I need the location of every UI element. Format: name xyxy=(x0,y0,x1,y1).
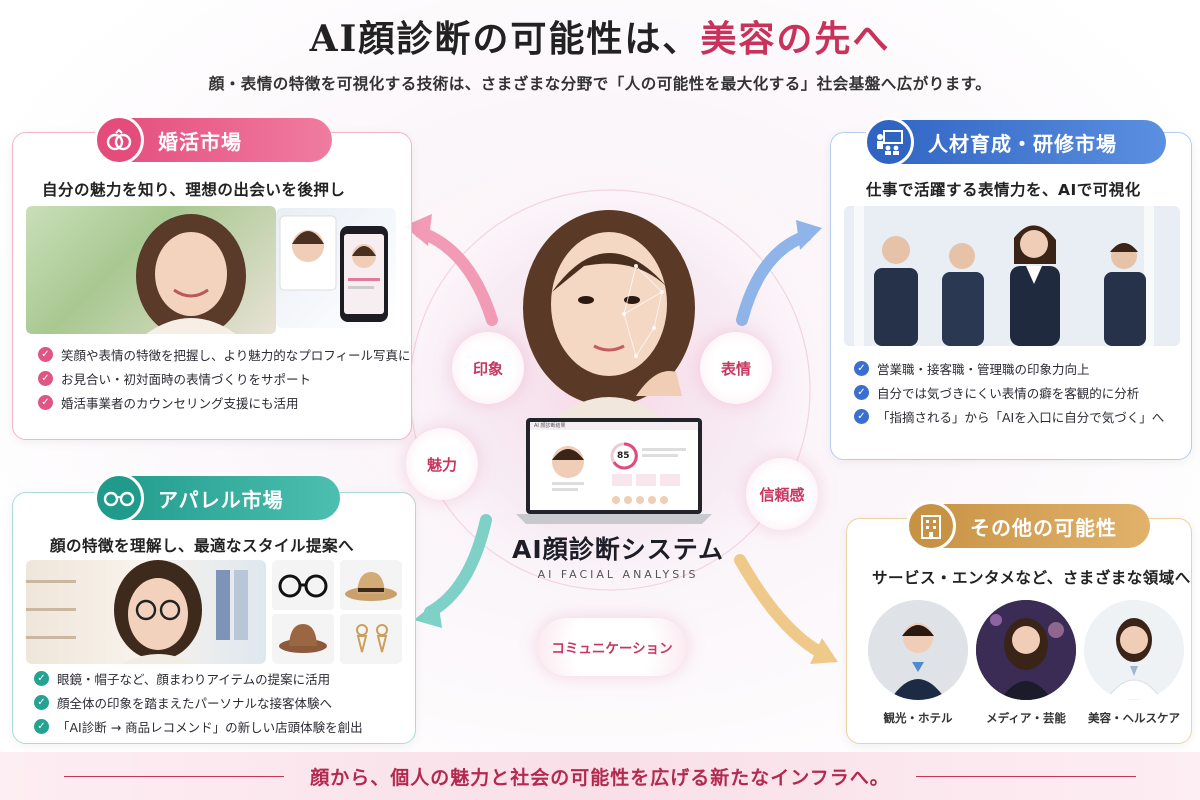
jinzai-label: 人材育成・研修市場 xyxy=(928,131,1117,156)
jinzai-label-pill: 人材育成・研修市場 xyxy=(864,117,1166,167)
konkatsu-label-pill: 婚活市場 xyxy=(94,115,332,165)
arrow-blue-head xyxy=(796,220,822,250)
check-icon: ✓ xyxy=(38,370,53,386)
apparel-label: アパレル市場 xyxy=(158,487,284,512)
glasses-icon xyxy=(94,473,144,523)
training-presentation-icon xyxy=(864,117,914,167)
check-icon: ✓ xyxy=(854,384,869,400)
bubble-communication: コミュニケーション xyxy=(538,618,686,676)
jinzai-bullets: ✓営業職・接客職・管理職の印象力向上 ✓自分では気づきにくい表情の癖を客観的に分… xyxy=(854,356,1164,428)
title-main: AI顔診断の可能性は、 xyxy=(309,18,701,60)
apparel-woman-photo xyxy=(26,560,266,664)
title-accent: 美容の先へ xyxy=(700,18,891,60)
rings-icon xyxy=(94,115,144,165)
building-icon xyxy=(906,501,956,551)
apparel-items-grid xyxy=(272,560,402,664)
arrow-blue xyxy=(736,230,812,326)
apparel-bullets: ✓眼鏡・帽子など、顔まわりアイテムの提案に活用 ✓顔全体の印象を踏まえたパーソナ… xyxy=(34,666,363,738)
list-item: ✓営業職・接客職・管理職の印象力向上 xyxy=(854,356,1164,380)
arrow-pink xyxy=(414,226,498,326)
konkatsu-bullets: ✓笑顔や表情の特徴を把握し、より魅力的なプロフィール写真に ✓お見合い・初対面時… xyxy=(38,342,411,414)
list-item: ✓顔全体の印象を踏まえたパーソナルな接客体験へ xyxy=(34,690,363,714)
footer-text: 顔から、個人の魅力と社会の可能性を広げる新たなインフラへ。 xyxy=(310,766,890,789)
bubble-impression: 印象 xyxy=(452,332,524,404)
other-label: その他の可能性 xyxy=(970,515,1117,540)
arrow-teal-head xyxy=(414,600,442,628)
other-caption-media: メディア・芸能 xyxy=(986,711,1066,725)
check-icon: ✓ xyxy=(38,346,53,362)
apparel-label-pill: アパレル市場 xyxy=(94,473,340,523)
laptop-score: 85 xyxy=(617,451,630,461)
center-laptop: AI 顔診断結果 85 xyxy=(516,418,712,524)
other-caption-beauty: 美容・ヘルスケア xyxy=(1088,711,1180,725)
list-item: ✓「指摘される」から「AIを入口に自分で気づく」へ xyxy=(854,404,1164,428)
page-title: AI顔診断の可能性は、美容の先へ xyxy=(0,10,1200,62)
arrow-gold-head xyxy=(810,638,838,664)
list-item: ✓自分では気づきにくい表情の癖を客観的に分析 xyxy=(854,380,1164,404)
check-icon: ✓ xyxy=(34,670,49,686)
footer-banner: 顔から、個人の魅力と社会の可能性を広げる新たなインフラへ。 xyxy=(0,752,1200,800)
beauty-healthcare-photo xyxy=(1084,600,1184,700)
system-name: AI顔診断システム xyxy=(512,535,724,564)
footer-line-right xyxy=(915,775,1136,777)
hotel-staff-photo xyxy=(868,600,968,700)
check-icon: ✓ xyxy=(34,718,49,734)
list-item: ✓お見合い・初対面時の表情づくりをサポート xyxy=(38,366,411,390)
konkatsu-label: 婚活市場 xyxy=(158,129,242,154)
bubble-charm: 魅力 xyxy=(406,428,478,500)
other-heading: サービス・エンタメなど、さまざまな領域へ xyxy=(872,569,1191,587)
system-name-en: AI FACIAL ANALYSIS xyxy=(537,568,699,581)
header: AI顔診断の可能性は、美容の先へ 顔・表情の特徴を可視化する技術は、さまざまな分… xyxy=(0,10,1200,94)
check-icon: ✓ xyxy=(854,408,869,424)
laptop-app-title: AI 顔診断結果 xyxy=(534,423,566,429)
jinzai-heading: 仕事で活躍する表情力を、AIで可視化 xyxy=(866,181,1141,199)
arrow-pink-head xyxy=(404,214,432,246)
list-item: ✓笑顔や表情の特徴を把握し、より魅力的なプロフィール写真に xyxy=(38,342,411,366)
bubble-expression: 表情 xyxy=(700,332,772,404)
footer-line-left xyxy=(64,775,285,777)
konkatsu-woman-photo xyxy=(26,206,276,334)
check-icon: ✓ xyxy=(854,360,869,376)
konkatsu-profile-photos xyxy=(276,208,396,328)
jinzai-business-photo xyxy=(844,206,1180,346)
arrow-gold xyxy=(734,554,826,658)
list-item: ✓眼鏡・帽子など、顔まわりアイテムの提案に活用 xyxy=(34,666,363,690)
check-icon: ✓ xyxy=(34,694,49,710)
other-caption-hotel: 観光・ホテル xyxy=(883,711,953,725)
media-performer-photo xyxy=(976,600,1076,700)
konkatsu-heading: 自分の魅力を知り、理想の出会いを後押し xyxy=(42,181,346,199)
list-item: ✓婚活事業者のカウンセリング支援にも活用 xyxy=(38,390,411,414)
list-item: ✓「AI診断 → 商品レコメンド」の新しい店頭体験を創出 xyxy=(34,714,363,738)
apparel-heading: 顔の特徴を理解し、最適なスタイル提案へ xyxy=(50,537,355,555)
page-subtitle: 顔・表情の特徴を可視化する技術は、さまざまな分野で「人の可能性を最大化する」社会… xyxy=(208,75,992,93)
other-label-pill: その他の可能性 xyxy=(906,501,1150,551)
bubble-trust: 信頼感 xyxy=(746,458,818,530)
center-woman-portrait xyxy=(486,196,732,422)
check-icon: ✓ xyxy=(38,394,53,410)
